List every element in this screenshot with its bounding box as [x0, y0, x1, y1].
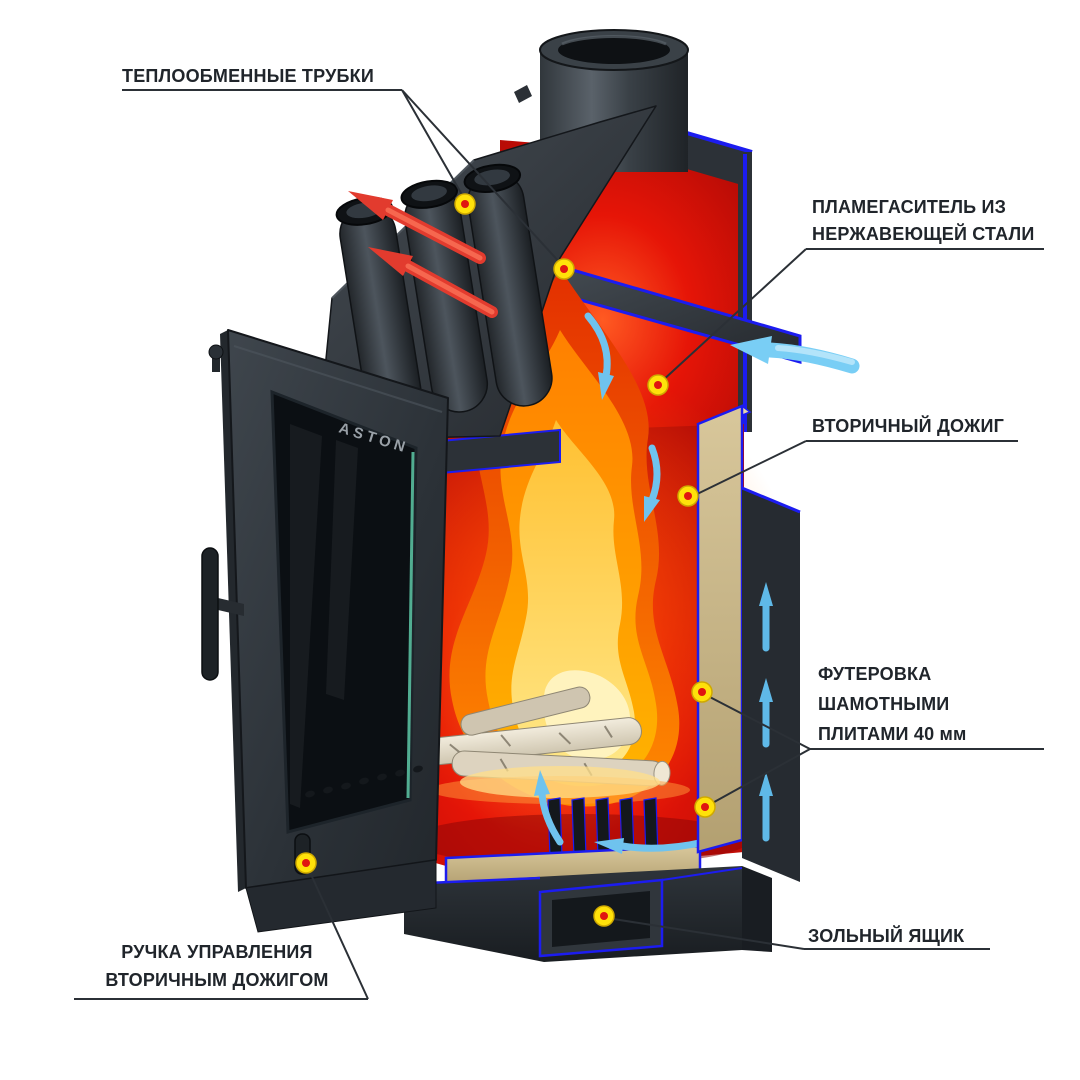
chimney-pipe — [514, 29, 689, 172]
label-text: ТЕПЛООБМЕННЫЕ ТРУБКИ — [122, 66, 374, 86]
label-text: НЕРЖАВЕЮЩЕЙ СТАЛИ — [812, 224, 1035, 244]
rising-air-arrows — [759, 582, 773, 842]
label-flame-arrester: ПЛАМЕГАСИТЕЛЬ ИЗ НЕРЖАВЕЮЩЕЙ СТАЛИ — [812, 194, 1035, 248]
label-heat-exchange-tubes: ТЕПЛООБМЕННЫЕ ТРУБКИ — [122, 63, 374, 90]
callout-marker — [691, 681, 713, 703]
label-text: ПЛАМЕГАСИТЕЛЬ ИЗ — [812, 197, 1007, 217]
right-wall-cut — [738, 152, 752, 432]
label-ash-box: ЗОЛЬНЫЙ ЯЩИК — [808, 923, 964, 950]
door-handle — [201, 547, 244, 681]
heat-exchange-tubes — [335, 163, 553, 420]
callout-marker — [694, 796, 716, 818]
label-secondary-burn: ВТОРИЧНЫЙ ДОЖИГ — [812, 413, 1004, 440]
ash-box-base — [403, 866, 772, 962]
pipe-bracket — [514, 85, 532, 103]
door-vent-holes — [305, 765, 423, 798]
label-text: ВТОРИЧНЫЙ ДОЖИГ — [812, 416, 1005, 436]
cold-air-inlet-arrow — [730, 336, 860, 374]
label-air-control-handle: РУЧКА УПРАВЛЕНИЯ ВТОРИЧНЫМ ДОЖИГОМ — [60, 938, 374, 994]
callout-marker — [593, 905, 615, 927]
callout-marker — [295, 852, 317, 874]
embers — [430, 766, 690, 804]
door-assembly: ASTON — [201, 329, 449, 933]
callout-lines — [74, 89, 1044, 1000]
label-text: ШАМОТНЫМИ — [818, 694, 950, 714]
label-text: ЗОЛЬНЫЙ ЯЩИК — [808, 926, 965, 946]
label-chamotte-lining: ФУТЕРОВКА ШАМОТНЫМИ ПЛИТАМИ 40 мм — [818, 659, 967, 749]
callout-marker — [677, 485, 699, 507]
hinge-pin — [208, 344, 224, 372]
callout-marker — [454, 193, 476, 215]
callout-marker — [553, 258, 575, 280]
glass-edge — [406, 451, 415, 799]
label-text: РУЧКА УПРАВЛЕНИЯ — [121, 942, 313, 962]
hot-air-arrows — [348, 191, 498, 318]
callout-markers — [295, 193, 716, 927]
interior-airflow-arrows — [534, 312, 708, 854]
callout-marker — [647, 374, 669, 396]
label-text: ВТОРИЧНЫМ ДОЖИГОМ — [105, 970, 329, 990]
label-text: ПЛИТАМИ 40 мм — [818, 724, 967, 744]
outer-right-wall — [741, 486, 801, 882]
door-skirt — [245, 859, 437, 933]
label-text: ФУТЕРОВКА — [818, 664, 932, 684]
door-glass — [270, 389, 418, 834]
